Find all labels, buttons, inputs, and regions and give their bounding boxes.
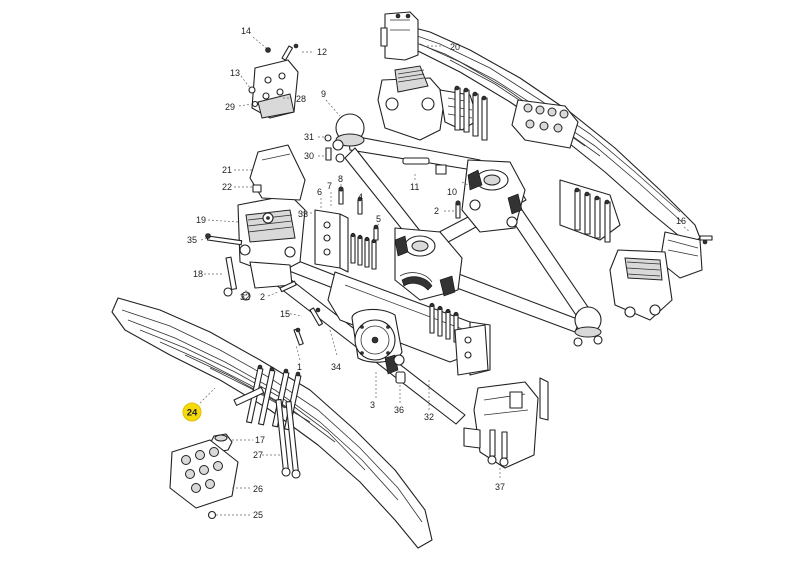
- nut-22: [252, 184, 262, 193]
- callout-2b[interactable]: 2: [434, 206, 439, 216]
- plate-right-center: [454, 324, 489, 376]
- callout-4[interactable]: 5: [376, 214, 381, 224]
- bolts-29-30: [324, 134, 332, 161]
- callout-29[interactable]: 30: [304, 151, 314, 161]
- callout-3[interactable]: 4: [358, 192, 363, 202]
- callout-11[interactable]: 3: [370, 400, 375, 410]
- callout-19[interactable]: 19: [196, 215, 206, 225]
- callout-1[interactable]: 1: [297, 362, 302, 372]
- callout-28[interactable]: 29: [225, 102, 235, 112]
- spring-bracket-20: [380, 11, 419, 61]
- callout-34[interactable]: 34: [331, 362, 341, 372]
- callout-27[interactable]: 28: [296, 94, 306, 104]
- callout-6[interactable]: 7: [327, 181, 332, 191]
- spring-pack-right-lower: [559, 179, 621, 243]
- center-hub-9: [461, 159, 526, 233]
- axle-bracket-top-rear: [377, 65, 479, 141]
- callout-7[interactable]: 8: [338, 174, 343, 184]
- clamp-plate-27: [251, 59, 299, 119]
- nut-28: [251, 100, 259, 108]
- callout-20[interactable]: 20: [450, 42, 460, 52]
- callout-10[interactable]: 11: [410, 182, 419, 192]
- torque-rod-end-8: [332, 113, 365, 163]
- bolt-1: [293, 327, 304, 346]
- callout-26[interactable]: 27: [253, 450, 263, 460]
- callout-9[interactable]: 10: [447, 187, 457, 197]
- spring-pin: [233, 386, 265, 406]
- callout-8[interactable]: 9: [321, 89, 326, 99]
- callout-5[interactable]: 6: [317, 187, 322, 197]
- callout-16[interactable]: 14: [241, 26, 251, 36]
- callout-17[interactable]: 17: [255, 435, 265, 445]
- bolt-18: [223, 256, 238, 297]
- center-hub-lower: [394, 227, 463, 301]
- callout-2a[interactable]: 2: [260, 292, 265, 302]
- nut-24: [207, 510, 217, 520]
- callout-24[interactable]: 25: [253, 510, 263, 520]
- left-spring-hanger: [237, 194, 306, 289]
- clamp-plate-top-right: [511, 99, 579, 149]
- callout-30[interactable]: 31: [304, 132, 314, 142]
- callout-35[interactable]: 35: [187, 235, 197, 245]
- u-bolts-center-lower: [429, 302, 459, 343]
- bolt-2-left: [279, 280, 297, 293]
- callout-labels: 14 12 13 28 29 20 9 31 30 11 10 2 16 21 …: [182, 26, 686, 520]
- bolt-14: [281, 43, 299, 61]
- spring-bracket-37: [463, 377, 549, 469]
- leader-lines: [199, 36, 691, 516]
- bolt-2-right: [455, 200, 461, 219]
- callout-23-highlighted[interactable]: 24: [182, 402, 202, 422]
- washer-15: [248, 86, 256, 94]
- callout-13[interactable]: 16: [676, 216, 686, 226]
- callout-25[interactable]: 26: [253, 484, 263, 494]
- pin-10: [402, 157, 447, 175]
- spring-bracket-13: [659, 231, 713, 279]
- callout-22[interactable]: 22: [222, 182, 232, 192]
- callout-31[interactable]: 32: [424, 412, 434, 422]
- callout-37[interactable]: 37: [495, 482, 505, 492]
- torque-rod-end-right: [573, 306, 603, 347]
- differential-housing-11: [351, 308, 405, 375]
- callout-18[interactable]: 18: [193, 269, 203, 279]
- nut-16: [265, 47, 271, 53]
- u-bolts-top-right: [454, 85, 488, 141]
- callout-33[interactable]: 33: [298, 209, 308, 219]
- bolt-12: [309, 307, 324, 327]
- cover-plate-21: [249, 144, 306, 201]
- highlight-marker[interactable]: [182, 402, 202, 422]
- clamp-plate-25: [169, 439, 239, 509]
- bolt-7: [338, 186, 344, 205]
- callout-21[interactable]: 21: [222, 165, 232, 175]
- bolt-35: [205, 233, 243, 246]
- callout-23[interactable]: 24: [187, 408, 198, 419]
- callout-14[interactable]: 12: [317, 47, 327, 57]
- u-bolts-center: [350, 232, 377, 270]
- u-bolts-26: [275, 398, 301, 479]
- callout-32[interactable]: 32: [240, 292, 250, 302]
- spacer-block-5-6: [314, 209, 349, 273]
- callout-15[interactable]: 13: [230, 68, 240, 78]
- bolts-3-4: [357, 196, 379, 241]
- plug-36: [395, 371, 406, 384]
- plate-nuts: [181, 447, 223, 493]
- callout-36[interactable]: 36: [394, 405, 404, 415]
- callout-12[interactable]: 15: [280, 309, 290, 319]
- hanger-right-lower: [609, 249, 673, 321]
